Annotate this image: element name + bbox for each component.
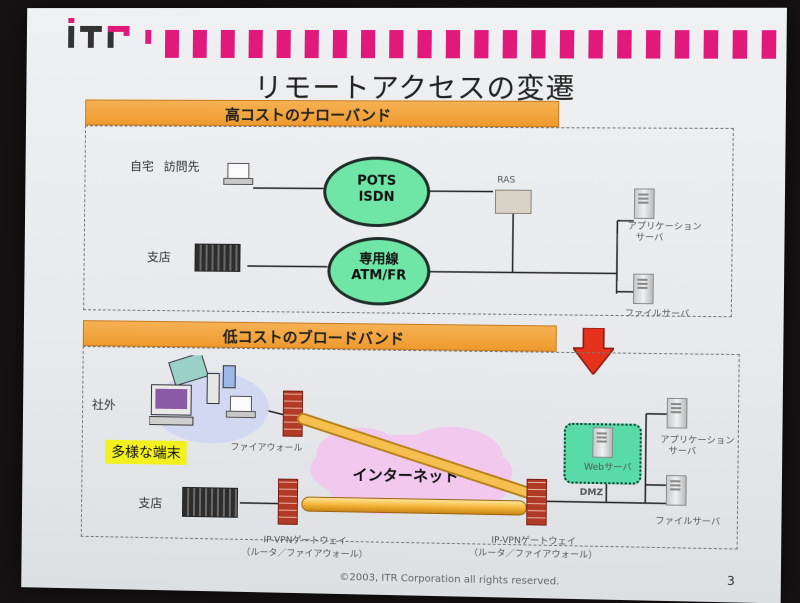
gateway-right-label-2: （ルータ／ファイアウォール） [469,545,598,561]
file-server-icon-bottom [666,475,687,506]
page-number: 3 [727,574,735,588]
file-server-label-bottom: ファイルサーバ [655,513,720,527]
web-server-icon [592,427,613,458]
app-server-icon-bottom [667,398,688,429]
slide: リモートアクセスの変遷 高コストのナローバンド 自宅 訪問先 支店 POTS I… [21,8,787,603]
gateway-firewall-left-icon [278,479,299,525]
dmz-label: DMZ [580,488,604,499]
branch-label-bottom: 支店 [138,494,162,511]
gateway-left-label-2: （ルータ／ファイアウォール） [241,545,368,561]
web-server-label: Webサーバ [584,459,632,473]
app-server-label-bottom-2: サーバ [668,444,696,458]
gateway-firewall-right-icon [526,479,547,526]
branch-building-icon-bottom [182,487,238,518]
